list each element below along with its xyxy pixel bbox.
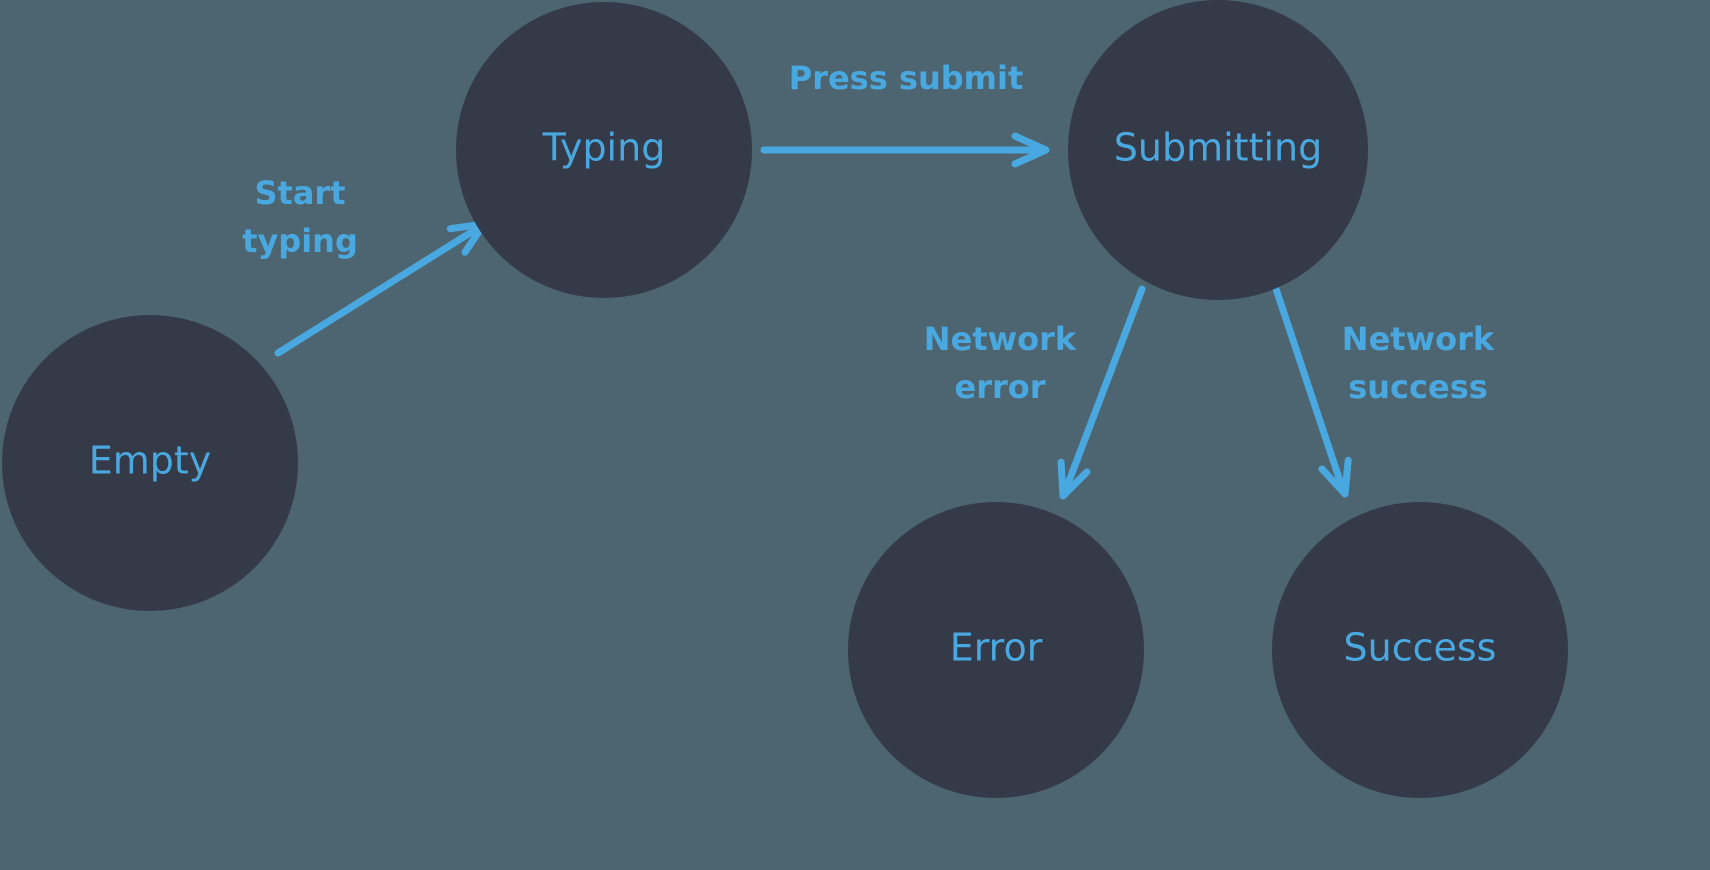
state-node-success[interactable]: Success [1272,502,1568,798]
state-label-error: Error [950,626,1043,670]
state-label-submitting: Submitting [1114,126,1322,170]
state-circle-typing[interactable] [456,2,752,298]
state-circle-empty[interactable] [2,315,298,611]
edge-label-press-submit: Press submit [789,59,1024,97]
state-circle-submitting[interactable] [1068,0,1368,300]
edge-label-line: Network [924,320,1077,358]
edge-label-line: success [1348,368,1488,406]
state-node-typing[interactable]: Typing [456,2,752,298]
edge-press-submit [760,132,1050,168]
edge-label-line: Press submit [789,59,1024,97]
edge-label-network-error: Network error [924,320,1077,406]
edge-label-line: error [954,368,1045,406]
edge-line-network-error [1062,285,1146,493]
edge-label-network-success: Network success [1342,320,1495,406]
edge-arrowhead-network-error [1057,458,1091,500]
edge-label-line: typing [242,222,358,260]
edge-label-start-typing: Start typing [242,174,358,260]
state-node-empty[interactable]: Empty [2,315,298,611]
edge-arrowhead-press-submit [1011,132,1050,168]
edge-arrowhead-network-success [1318,456,1352,498]
state-label-success: Success [1344,626,1497,670]
edges-layer [274,132,1352,500]
state-circle-success[interactable] [1272,502,1568,798]
edge-line-start-typing [274,224,482,357]
state-label-typing: Typing [542,126,666,170]
edge-network-success [1272,285,1352,498]
state-label-empty: Empty [89,439,212,483]
edge-network-error [1057,285,1146,500]
edge-label-line: Network [1342,320,1495,358]
edge-line-network-success [1272,285,1346,491]
state-node-submitting[interactable]: Submitting [1068,0,1368,300]
state-circle-error[interactable] [848,502,1144,798]
edge-label-line: Start [254,174,345,212]
state-node-error[interactable]: Error [848,502,1144,798]
